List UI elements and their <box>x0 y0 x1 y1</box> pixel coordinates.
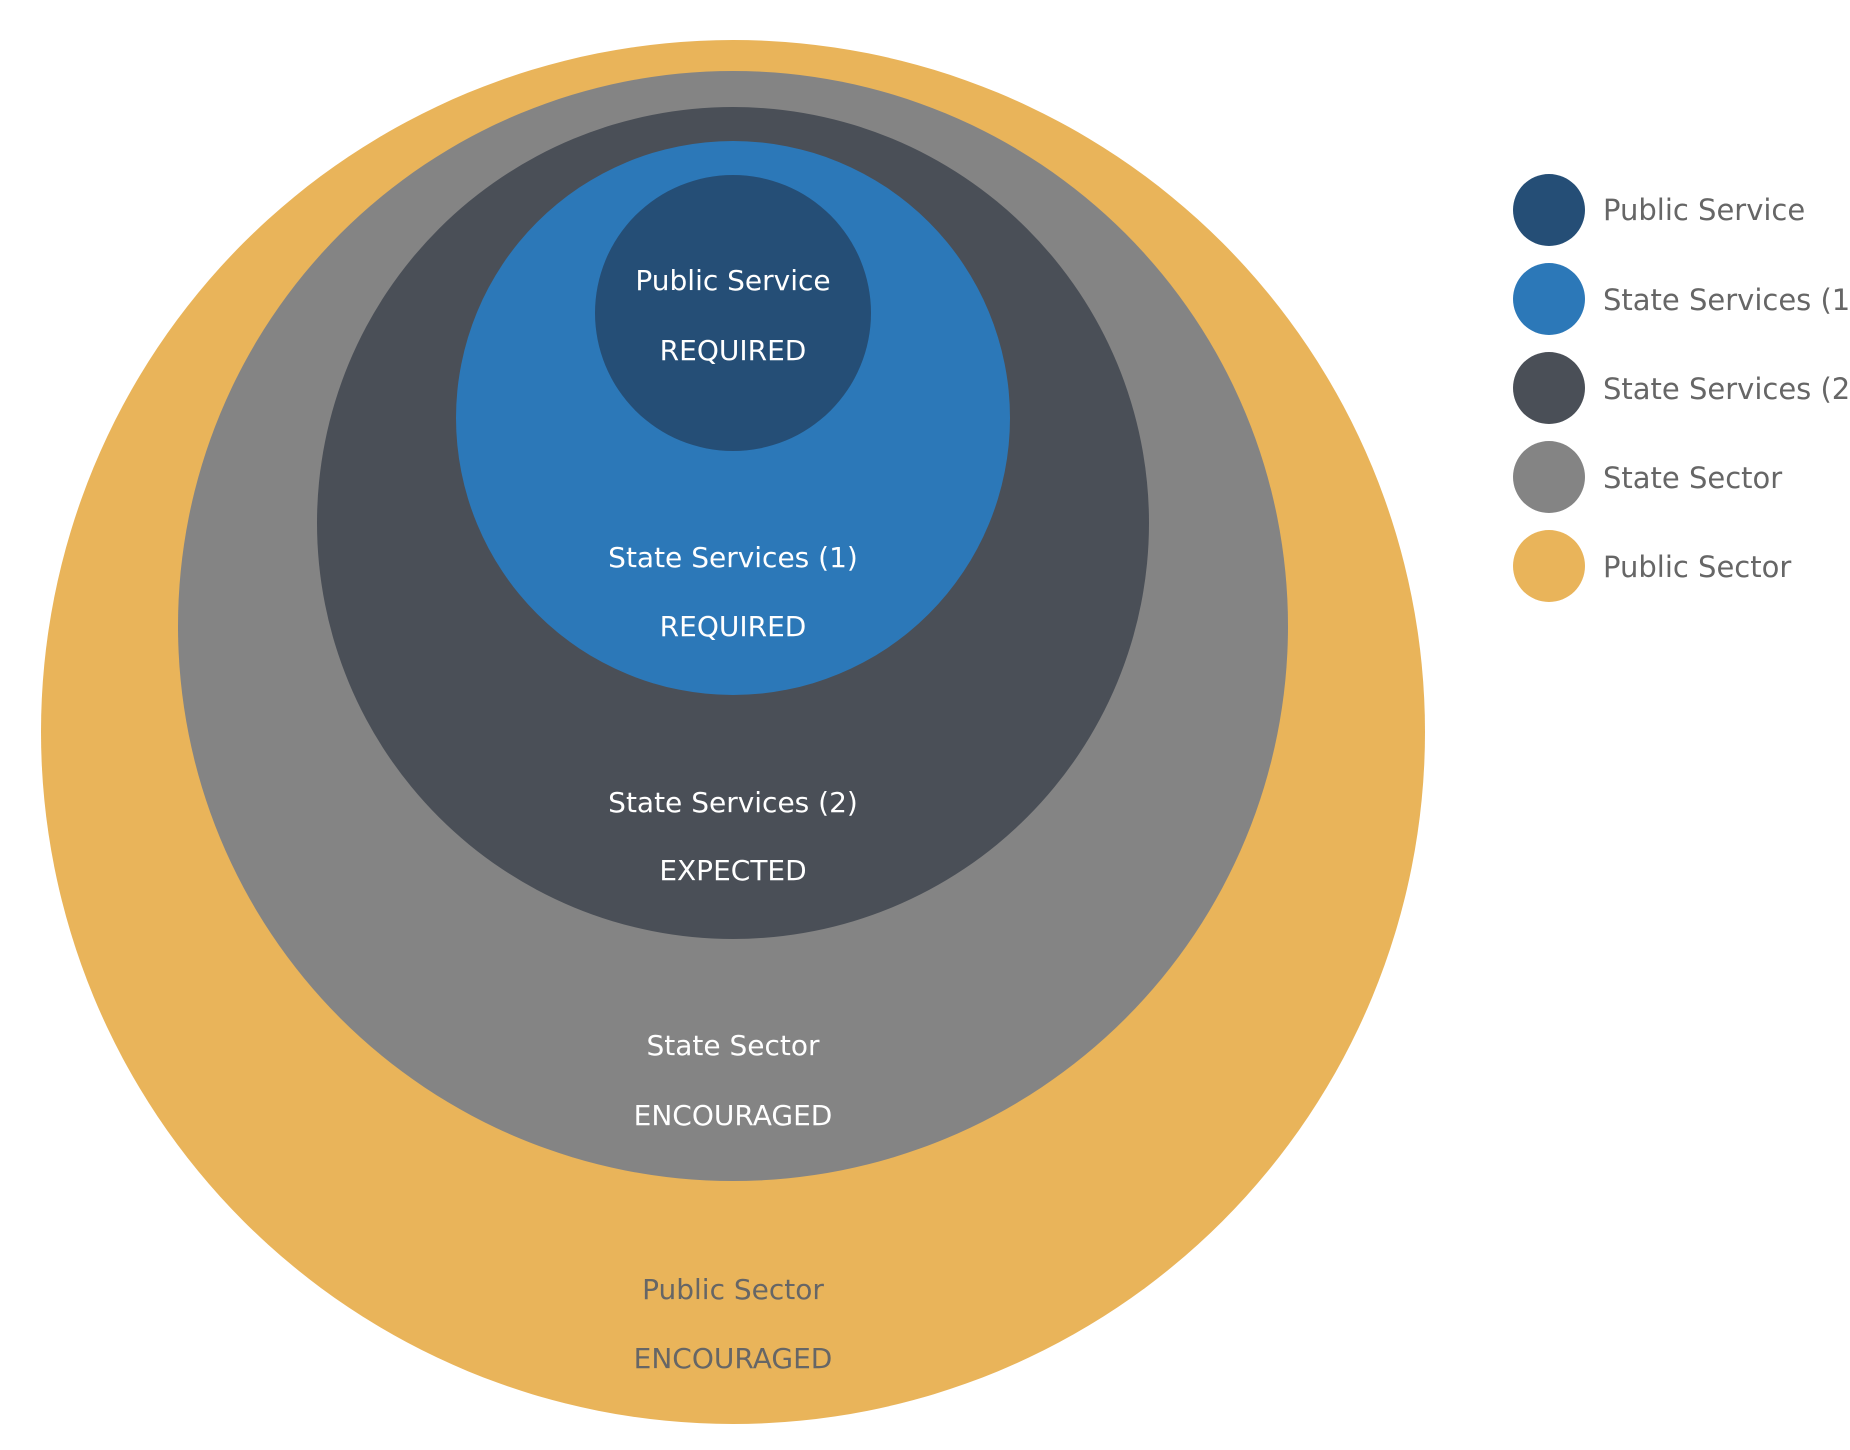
legend-item: State Services (1) <box>1513 263 1850 335</box>
ring-public-service <box>595 175 871 451</box>
public-service-title: Public Service <box>635 264 830 297</box>
legend-swatch <box>1513 352 1585 424</box>
legend-swatch <box>1513 530 1585 602</box>
state-services-2-status: EXPECTED <box>659 854 806 887</box>
state-services-2-title: State Services (2) <box>608 786 858 819</box>
legend-label: State Services (1) <box>1603 283 1850 317</box>
ring-labels: Public Service REQUIRED State Services (… <box>608 264 858 1375</box>
rings <box>41 40 1425 1424</box>
legend-label: State Services (2) <box>1603 372 1850 406</box>
legend-label: State Sector <box>1603 461 1782 495</box>
legend-item: State Sector <box>1513 441 1782 513</box>
legend-label: Public Service <box>1603 193 1805 227</box>
legend: Public Service State Services (1) State … <box>1513 174 1850 602</box>
public-service-status: REQUIRED <box>660 334 807 367</box>
legend-swatch <box>1513 441 1585 513</box>
legend-swatch <box>1513 174 1585 246</box>
legend-swatch <box>1513 263 1585 335</box>
legend-item: Public Sector <box>1513 530 1791 602</box>
legend-label: Public Sector <box>1603 550 1791 584</box>
legend-item: Public Service <box>1513 174 1805 246</box>
state-services-1-status: REQUIRED <box>660 610 807 643</box>
legend-item: State Services (2) <box>1513 352 1850 424</box>
public-sector-status: ENCOURAGED <box>634 1342 833 1375</box>
state-services-1-title: State Services (1) <box>608 541 858 574</box>
public-sector-title: Public Sector <box>642 1273 824 1306</box>
state-sector-status: ENCOURAGED <box>634 1099 833 1132</box>
state-sector-title: State Sector <box>646 1029 820 1062</box>
